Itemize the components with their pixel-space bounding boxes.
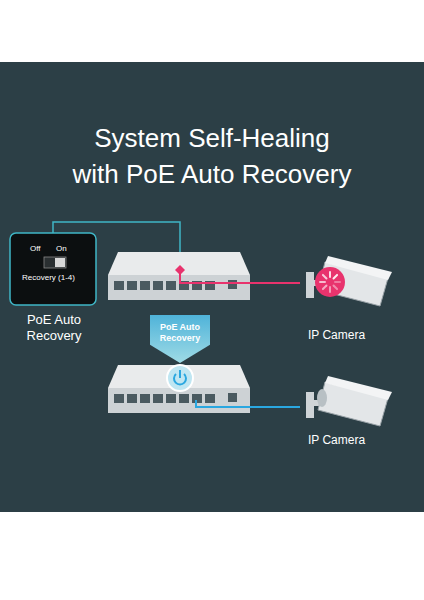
inset-panel <box>10 233 96 305</box>
port-marker <box>175 265 185 275</box>
node-text: PoE Auto Recovery <box>16 312 92 344</box>
ethernet-port <box>140 281 150 290</box>
ethernet-port <box>153 281 163 290</box>
label-box: IP Camera <box>300 428 400 452</box>
node-text: IP Camera <box>308 328 398 342</box>
power-icon <box>167 365 193 391</box>
node-text: Off <box>30 244 50 254</box>
power-socket <box>228 280 237 289</box>
ethernet-port <box>114 281 124 290</box>
ethernet-port <box>205 394 215 403</box>
port-row <box>114 394 215 403</box>
dip-toggle <box>55 258 65 267</box>
ethernet-port <box>179 394 189 403</box>
camera-hood <box>325 376 392 400</box>
power-symbol <box>174 370 186 384</box>
dark-panel <box>0 62 424 512</box>
ethernet-port <box>153 394 163 403</box>
spinner-tick <box>334 286 338 290</box>
camera-lens <box>317 389 327 407</box>
arrow-box: PoE Auto Recovery <box>150 315 210 363</box>
ethernet-port <box>166 394 176 403</box>
spinner-tick <box>334 275 338 279</box>
spinner-tick <box>320 281 325 283</box>
pink-cable <box>180 270 300 283</box>
ethernet-port <box>127 281 137 290</box>
label-box: IP Camera <box>300 318 400 342</box>
spinner <box>320 272 340 292</box>
ethernet-port <box>166 281 176 290</box>
node-text: IP Camera <box>308 433 398 447</box>
spinner-tick <box>323 286 327 290</box>
power-socket <box>228 393 237 402</box>
switch-top <box>108 252 250 275</box>
arrow-fill <box>150 315 210 363</box>
camera-alert <box>315 267 345 297</box>
label-box: Off OnRecovery (1-4) PoE Auto Recovery <box>8 228 100 363</box>
ethernet-port <box>127 394 137 403</box>
spinner-tick <box>335 281 340 283</box>
dip-switch <box>44 257 66 268</box>
title: System Self-Healing with PoE Auto Recove… <box>70 120 354 192</box>
spinner-tick <box>329 272 331 277</box>
ethernet-port <box>114 394 124 403</box>
node-text: On <box>56 244 76 254</box>
ethernet-port <box>140 394 150 403</box>
leader-line <box>53 222 180 252</box>
node-text: Recovery (1-4) <box>22 273 94 283</box>
spinner-tick <box>329 287 331 292</box>
blue-cable <box>196 400 300 407</box>
spinner-tick <box>323 275 327 279</box>
node-text: PoE Auto Recovery <box>155 322 205 344</box>
